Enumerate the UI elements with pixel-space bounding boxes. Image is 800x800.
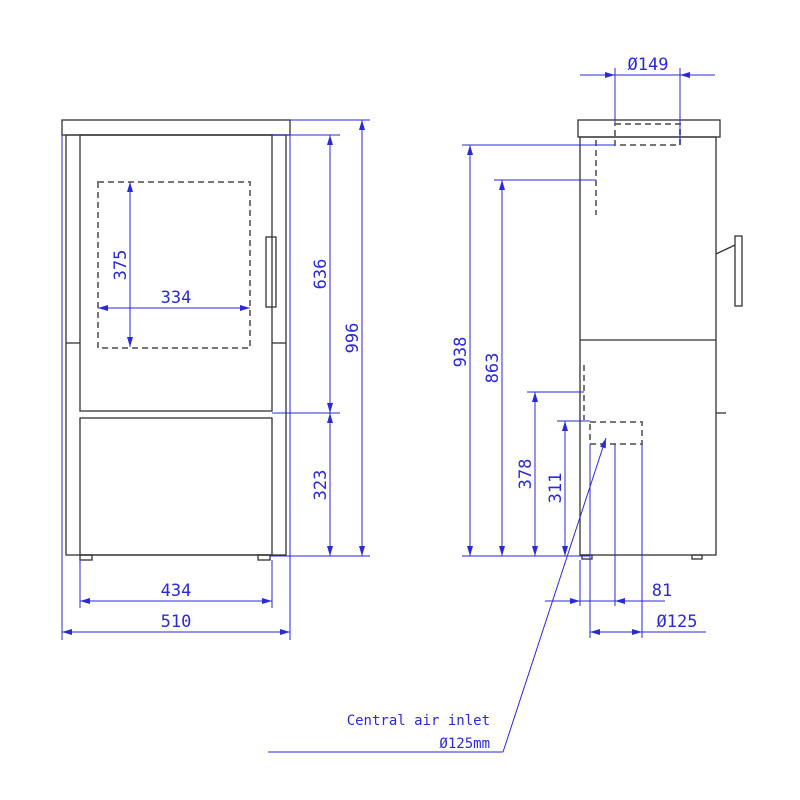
front-view: 636 323 996 375 334 434 510 [61,119,370,640]
dim-863: 863 [483,353,503,384]
dim-938: 938 [451,337,471,368]
window-outline [97,181,251,349]
air-inlet-outline [589,421,643,445]
dim-311: 311 [546,473,566,504]
dim-375: 375 [111,250,131,281]
dim-636: 636 [311,259,331,290]
annotation-line2: Ø125mm [439,736,490,752]
side-handle [734,235,743,307]
dim-434: 434 [161,581,192,601]
dim-378: 378 [516,459,536,490]
air-inlet-annotation: Central air inlet Ø125mm [347,713,490,752]
dim-510: 510 [161,612,192,632]
side-view: Ø149 938 863 378 311 81 Ø125 [268,55,743,753]
dim-inlet-diameter: Ø125 [657,612,698,632]
dim-81: 81 [652,581,672,601]
dim-323: 323 [311,470,331,501]
dim-334: 334 [161,288,192,308]
dim-flue-diameter: Ø149 [628,55,669,75]
annotation-line1: Central air inlet [347,713,490,729]
door-handle [265,236,277,308]
dim-996: 996 [343,323,363,354]
